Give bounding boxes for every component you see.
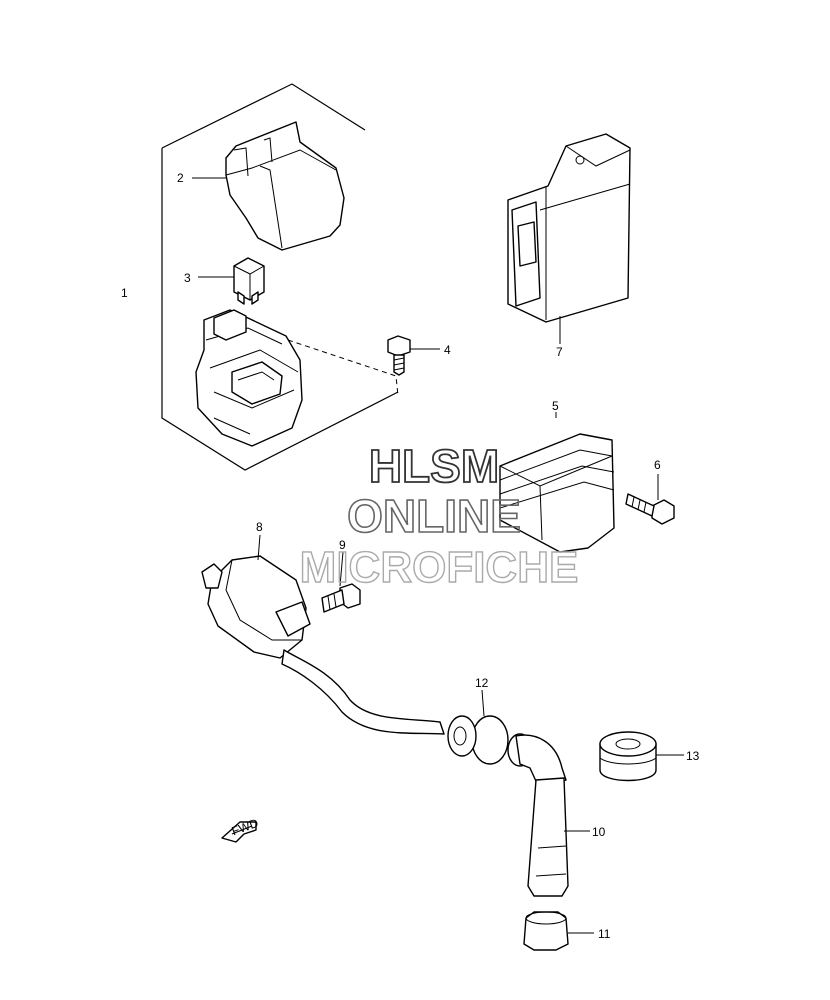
callout-8: 8 (256, 520, 263, 534)
fwd-arrow-label: FWD (230, 816, 261, 839)
callout-12: 12 (475, 676, 489, 690)
callout-1: 1 (121, 286, 128, 300)
callout-4: 4 (444, 343, 451, 357)
part-7-cdi-unit[interactable] (507, 133, 631, 323)
part-10-plug-cap[interactable] (507, 733, 569, 897)
callout-13: 13 (686, 749, 700, 763)
leader-lines (192, 177, 684, 934)
callout-2: 2 (177, 171, 184, 185)
assembly-1-frame (161, 83, 399, 471)
part-13-grommet[interactable] (599, 731, 657, 782)
callout-6: 6 (654, 458, 661, 472)
part-6-bolt[interactable] (625, 493, 675, 525)
part-3-fuse[interactable] (233, 257, 265, 305)
fwd-arrow-icon: FWD (221, 816, 261, 843)
watermark-line-1: HLSM (369, 440, 499, 492)
watermark-line-3: MICROFICHE (300, 543, 579, 592)
callout-7: 7 (556, 345, 563, 359)
callout-11: 11 (598, 927, 611, 941)
part-4-screw[interactable] (387, 335, 411, 376)
callout-10: 10 (592, 825, 606, 839)
part-2-fuse-cover[interactable] (225, 121, 345, 251)
part-5-regulator[interactable] (499, 433, 615, 553)
callout-3: 3 (184, 271, 191, 285)
screw-4-guide-line (287, 339, 399, 397)
watermark-line-2: ONLINE (347, 490, 521, 542)
watermark: HLSM ONLINE MICROFICHE (299, 439, 579, 593)
part-9-bolt[interactable] (321, 583, 361, 613)
part-12-grommet[interactable] (447, 715, 509, 765)
part-11-cover[interactable] (523, 911, 569, 951)
callout-9: 9 (339, 538, 346, 552)
part-1-fuse-box[interactable] (195, 309, 303, 447)
callout-5: 5 (552, 399, 559, 413)
part-8-ignition-coil[interactable] (201, 555, 445, 735)
